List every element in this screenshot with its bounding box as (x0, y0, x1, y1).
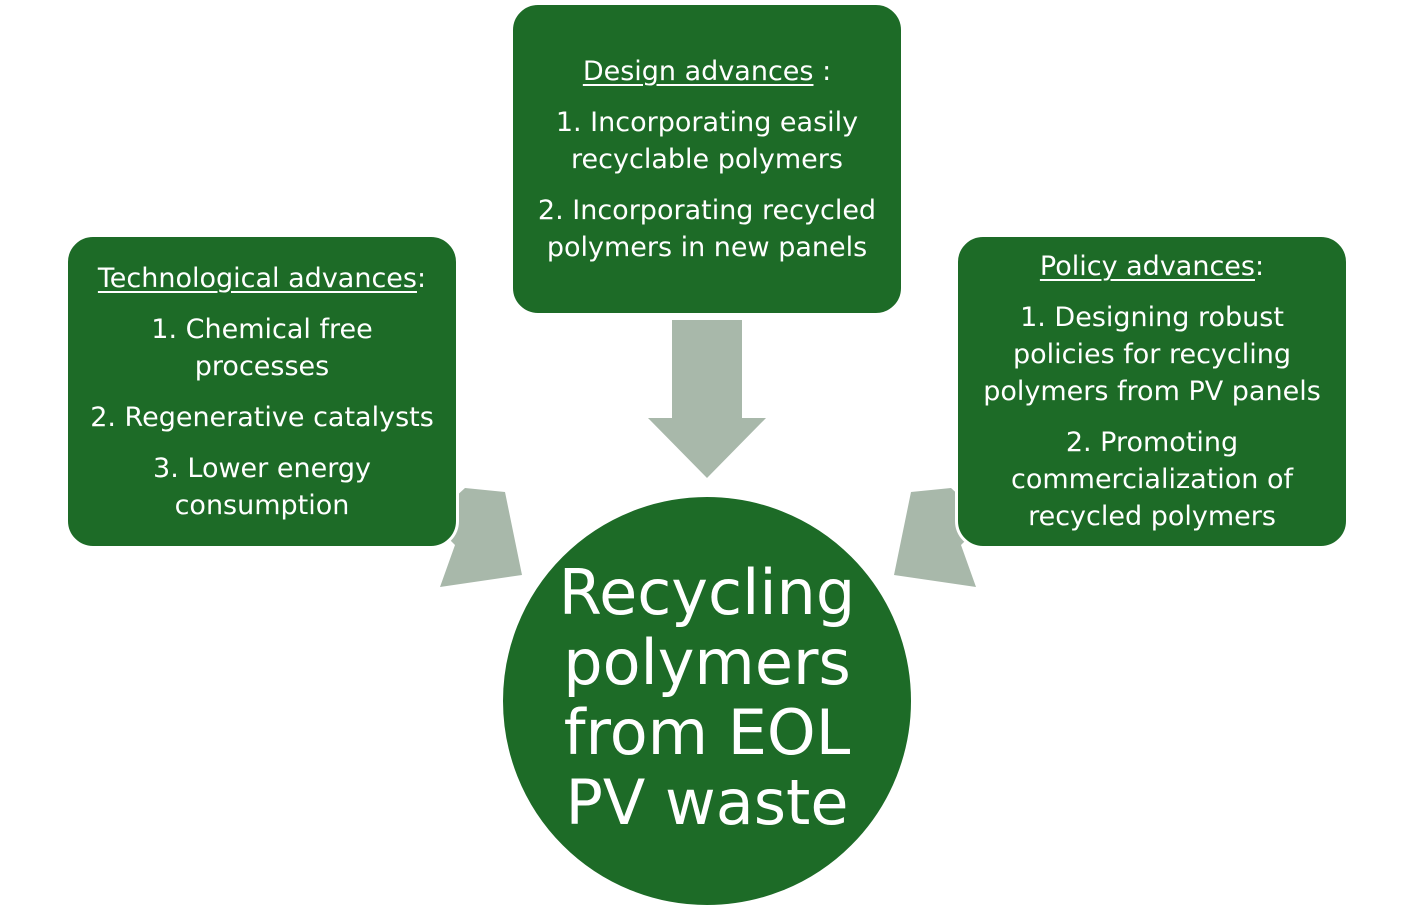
technological-heading: Technological advances: (97, 262, 427, 294)
technological-advances-box: Technological advances: 1. Chemical free… (65, 234, 459, 549)
design-item-1: 1. Incorporating easily recyclable polym… (555, 106, 859, 175)
policy-heading: Policy advances: (1039, 251, 1265, 282)
technological-item-2: 2. Regenerative catalysts (90, 401, 434, 433)
design-heading: Design advances : (582, 55, 832, 87)
technological-item-3: 3. Lower energy consumption (153, 452, 371, 521)
center-title: Recycling polymers from EOL PV waste (558, 556, 856, 839)
technological-item-1: 1. Chemical free processes (151, 313, 373, 382)
policy-item-1: 1. Designing robust policies for recycli… (983, 302, 1321, 407)
policy-item-2: 2. Promoting commercialization of recycl… (1010, 427, 1294, 532)
policy-advances-box: Policy advances: 1. Designing robust pol… (955, 234, 1349, 549)
center-circle: Recycling polymers from EOL PV waste (500, 494, 914, 908)
design-advances-box: Design advances : 1. Incorporating easil… (510, 2, 904, 316)
design-item-2: 2. Incorporating recycled polymers in ne… (537, 194, 877, 263)
down-arrow (648, 320, 766, 478)
